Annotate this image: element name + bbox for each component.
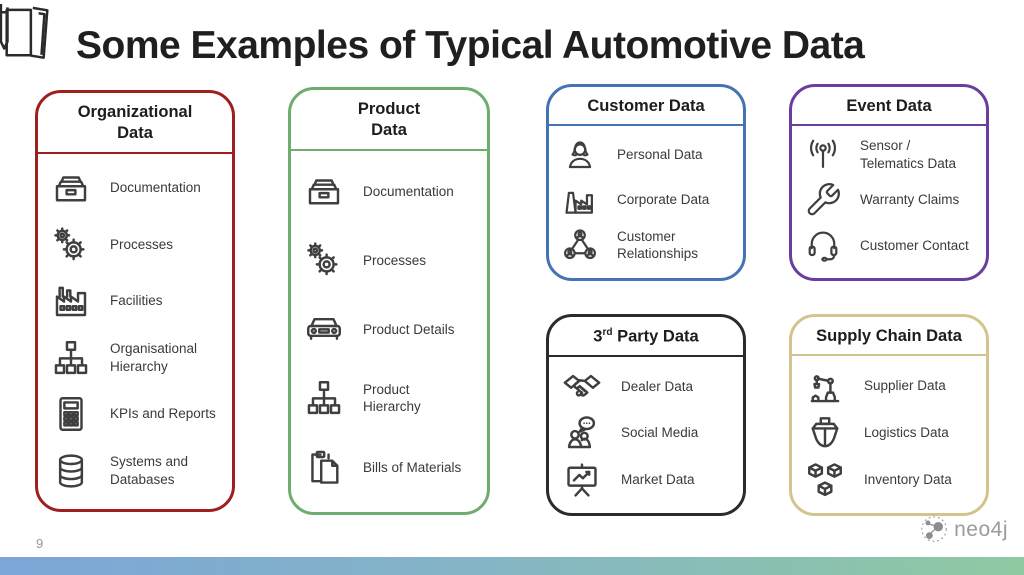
- box-body: Dealer Data Social Media Market Data: [549, 357, 743, 513]
- list-item: Customer Contact: [804, 226, 978, 264]
- list-item: Documentation: [50, 167, 224, 209]
- car-icon: [303, 308, 345, 350]
- list-item: Organisational Hierarchy: [50, 337, 224, 379]
- list-item: Supplier Data: [804, 365, 978, 407]
- list-item: Facilities: [50, 280, 224, 322]
- box-title: Supply Chain Data: [792, 317, 986, 357]
- list-item: Dealer Data: [561, 365, 735, 407]
- item-label: Corporate Data: [617, 192, 710, 208]
- item-label: KPIs and Reports: [110, 406, 216, 422]
- box-product-data: Product Data Documentation Processes Pro…: [288, 87, 490, 515]
- archive-drawer-icon: [303, 170, 345, 212]
- archive-drawer-icon: [50, 167, 92, 209]
- gears-icon: [303, 239, 345, 281]
- network-people-icon: [561, 226, 599, 264]
- box-body: Personal Data Corporate Data Customer Re…: [549, 126, 743, 278]
- logo-text: neo4j: [954, 518, 1008, 541]
- social-media-icon: [561, 412, 603, 454]
- presentation-chart-icon: [561, 459, 603, 501]
- list-item: Processes: [50, 224, 224, 266]
- neo4j-logo: neo4j: [919, 514, 1008, 546]
- list-item: Corporate Data: [561, 181, 735, 219]
- database-icon: [50, 450, 92, 492]
- list-item: Systems and Databases: [50, 450, 224, 492]
- list-item: Inventory Data: [804, 459, 978, 501]
- list-item: Documentation: [303, 170, 479, 212]
- item-label: Systems and Databases: [110, 454, 189, 487]
- item-label: Customer Contact: [860, 237, 969, 253]
- box-body: Documentation Processes Facilities Organ…: [38, 154, 232, 509]
- box-event-data: Event Data Sensor / Telematics Data Warr…: [789, 84, 989, 281]
- box-body: Supplier Data Logistics Data Inventory D…: [792, 356, 986, 513]
- item-label: Product Hierarchy: [363, 381, 421, 415]
- gears-icon: [50, 224, 92, 266]
- list-item: Logistics Data: [804, 412, 978, 454]
- list-item: KPIs and Reports: [50, 393, 224, 435]
- box-body: Sensor / Telematics Data Warranty Claims…: [792, 126, 986, 278]
- item-label: Documentation: [110, 180, 201, 196]
- documents-pen-icon: [0, 4, 49, 59]
- item-label: Social Media: [621, 425, 699, 441]
- item-label: Logistics Data: [864, 424, 949, 440]
- item-label: Personal Data: [617, 147, 703, 163]
- item-label: Bills of Materials: [363, 459, 462, 475]
- item-label: Sensor / Telematics Data: [860, 138, 957, 172]
- list-item: Warranty Claims: [804, 181, 978, 219]
- footer-gradient-bar: [0, 557, 1024, 575]
- list-item: Personal Data: [561, 136, 735, 174]
- item-label: Market Data: [621, 471, 695, 487]
- item-label: Inventory Data: [864, 471, 952, 487]
- item-label: Processes: [363, 252, 427, 268]
- list-item: Sensor / Telematics Data: [804, 136, 978, 174]
- page-number: 9: [36, 536, 44, 551]
- calculator-icon: [50, 393, 92, 435]
- box-third-party-data: 3rd Party Data Dealer Data Social Media …: [546, 314, 746, 516]
- item-label: Dealer Data: [621, 378, 694, 394]
- boxes-icon: [804, 459, 846, 501]
- item-label: Processes: [110, 236, 174, 252]
- box-organizational-data: Organizational Data Documentation Proces…: [35, 90, 235, 512]
- robot-arm-icon: [804, 365, 846, 407]
- hierarchy-icon: [303, 377, 345, 419]
- list-item: Processes: [303, 239, 479, 281]
- box-body: Documentation Processes Product Details …: [291, 151, 487, 512]
- list-item: Customer Relationships: [561, 226, 735, 264]
- box-title: Organizational Data: [38, 93, 232, 154]
- box-title: 3rd Party Data: [549, 317, 743, 357]
- corporate-factory-icon: [561, 181, 599, 219]
- factory-icon: [50, 280, 92, 322]
- list-item: Product Details: [303, 308, 479, 350]
- list-item: Market Data: [561, 459, 735, 501]
- list-item: Bills of Materials: [303, 446, 479, 488]
- handshake-icon: [561, 365, 603, 407]
- list-item: Social Media: [561, 412, 735, 454]
- box-title: Product Data: [291, 90, 487, 151]
- item-label: Customer Relationships: [617, 228, 699, 262]
- list-item: Product Hierarchy: [303, 377, 479, 419]
- antenna-icon: [804, 136, 842, 174]
- hierarchy-icon: [50, 337, 92, 379]
- item-label: Organisational Hierarchy: [110, 341, 198, 374]
- wrench-icon: [804, 181, 842, 219]
- ship-icon: [804, 412, 846, 454]
- box-title: Customer Data: [549, 87, 743, 127]
- item-label: Product Details: [363, 321, 455, 337]
- neo4j-graph-icon: [921, 516, 948, 542]
- box-supply-chain-data: Supply Chain Data Supplier Data Logistic…: [789, 314, 989, 516]
- item-label: Supplier Data: [864, 378, 946, 394]
- box-title: Event Data: [792, 87, 986, 127]
- box-customer-data: Customer Data Personal Data Corporate Da…: [546, 84, 746, 281]
- headset-icon: [804, 226, 842, 264]
- clipboard-icon: [303, 446, 345, 488]
- item-label: Documentation: [363, 183, 454, 199]
- item-label: Warranty Claims: [860, 192, 960, 208]
- page-title: Some Examples of Typical Automotive Data: [76, 24, 865, 67]
- person-woman-icon: [561, 136, 599, 174]
- item-label: Facilities: [110, 293, 163, 309]
